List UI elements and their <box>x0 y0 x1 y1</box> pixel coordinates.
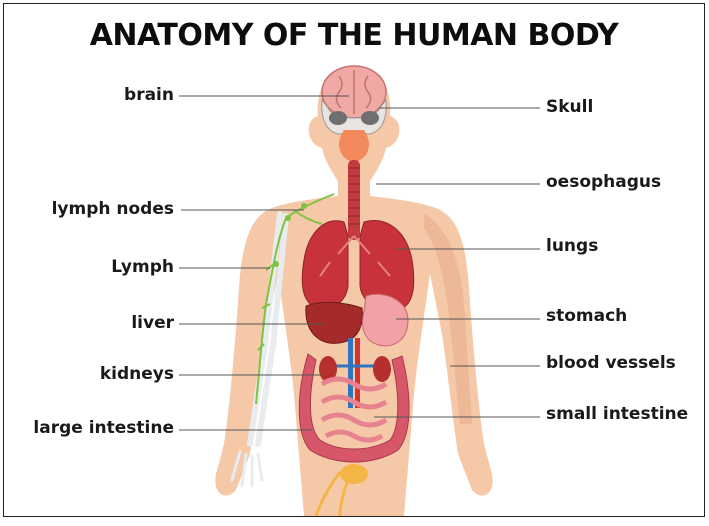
label-lungs: lungs <box>546 236 598 256</box>
label-oesophagus: oesophagus <box>546 172 661 192</box>
label-lymph-nodes: lymph nodes <box>52 199 174 219</box>
bottom-strip <box>0 516 709 526</box>
bladder-shape <box>340 464 368 484</box>
aorta-red <box>355 338 360 408</box>
label-brain: brain <box>124 85 174 105</box>
label-skull: Skull <box>546 97 593 117</box>
label-stomach: stomach <box>546 306 627 326</box>
label-lymph: Lymph <box>111 257 174 277</box>
label-large-intestine: large intestine <box>33 418 174 438</box>
label-kidneys: kidneys <box>100 364 174 384</box>
diagram-frame: ANATOMY OF THE HUMAN BODY <box>3 3 705 517</box>
label-liver: liver <box>131 313 174 333</box>
human-body-illustration <box>4 4 704 516</box>
kidney-right-shape <box>373 356 391 382</box>
label-small-intestine: small intestine <box>546 404 688 424</box>
label-blood-vessels: blood vessels <box>546 353 676 373</box>
